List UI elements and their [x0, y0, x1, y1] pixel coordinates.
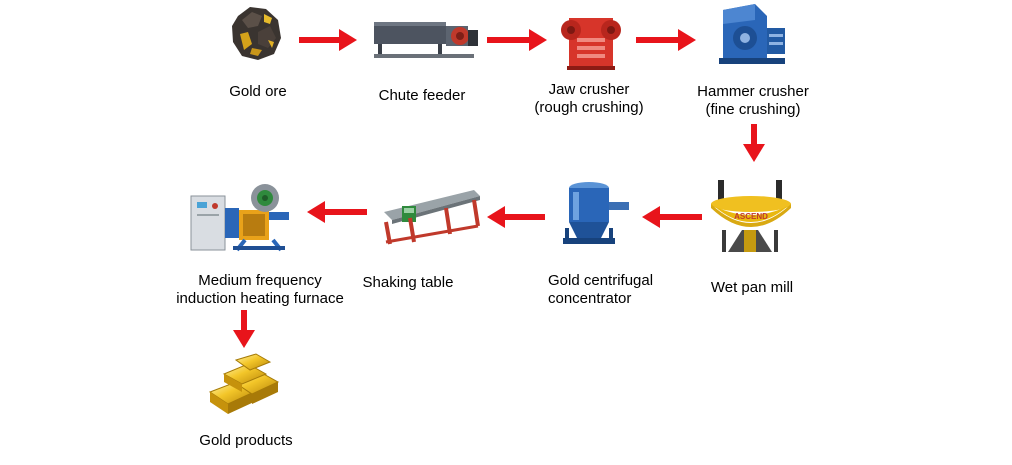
hammer-crusher-image: [709, 2, 789, 72]
red-arrow-icon: [741, 124, 767, 164]
red-arrow-icon: [231, 310, 257, 350]
hammer-crusher-label: Hammer crusher (fine crushing): [697, 83, 809, 118]
chute-feeder-label: Chute feeder: [378, 87, 466, 104]
induction-furnace-label: Medium frequency induction heating furna…: [176, 272, 344, 307]
gold-products-label: Gold products: [199, 432, 293, 449]
red-arrow-icon: [640, 204, 702, 230]
wet-pan-mill-image: ASCEND: [708, 178, 794, 256]
red-arrow-icon: [305, 199, 367, 225]
red-arrow-icon: [299, 27, 359, 53]
gold-ore-label: Gold ore: [229, 83, 287, 100]
centrifugal-concentrator-label: Gold centrifugal concentrator: [548, 272, 654, 307]
red-arrow-icon: [485, 204, 545, 230]
jaw-crusher-label: Jaw crusher (rough crushing): [534, 81, 644, 116]
induction-furnace-image: [189, 180, 297, 254]
red-arrow-icon: [487, 27, 549, 53]
wet-pan-mill-label: Wet pan mill: [710, 279, 794, 296]
gold-bars-image: [206, 352, 286, 420]
ascend-brand-text: ASCEND: [734, 212, 768, 221]
centrifugal-concentrator-image: [559, 178, 633, 250]
jaw-crusher-image: [561, 8, 621, 72]
shaking-table-label: Shaking table: [362, 274, 454, 291]
red-arrow-icon: [636, 27, 698, 53]
shaking-table-image: [380, 186, 484, 248]
chute-feeder-image: [372, 18, 480, 60]
gold-ore-image: [228, 4, 284, 62]
